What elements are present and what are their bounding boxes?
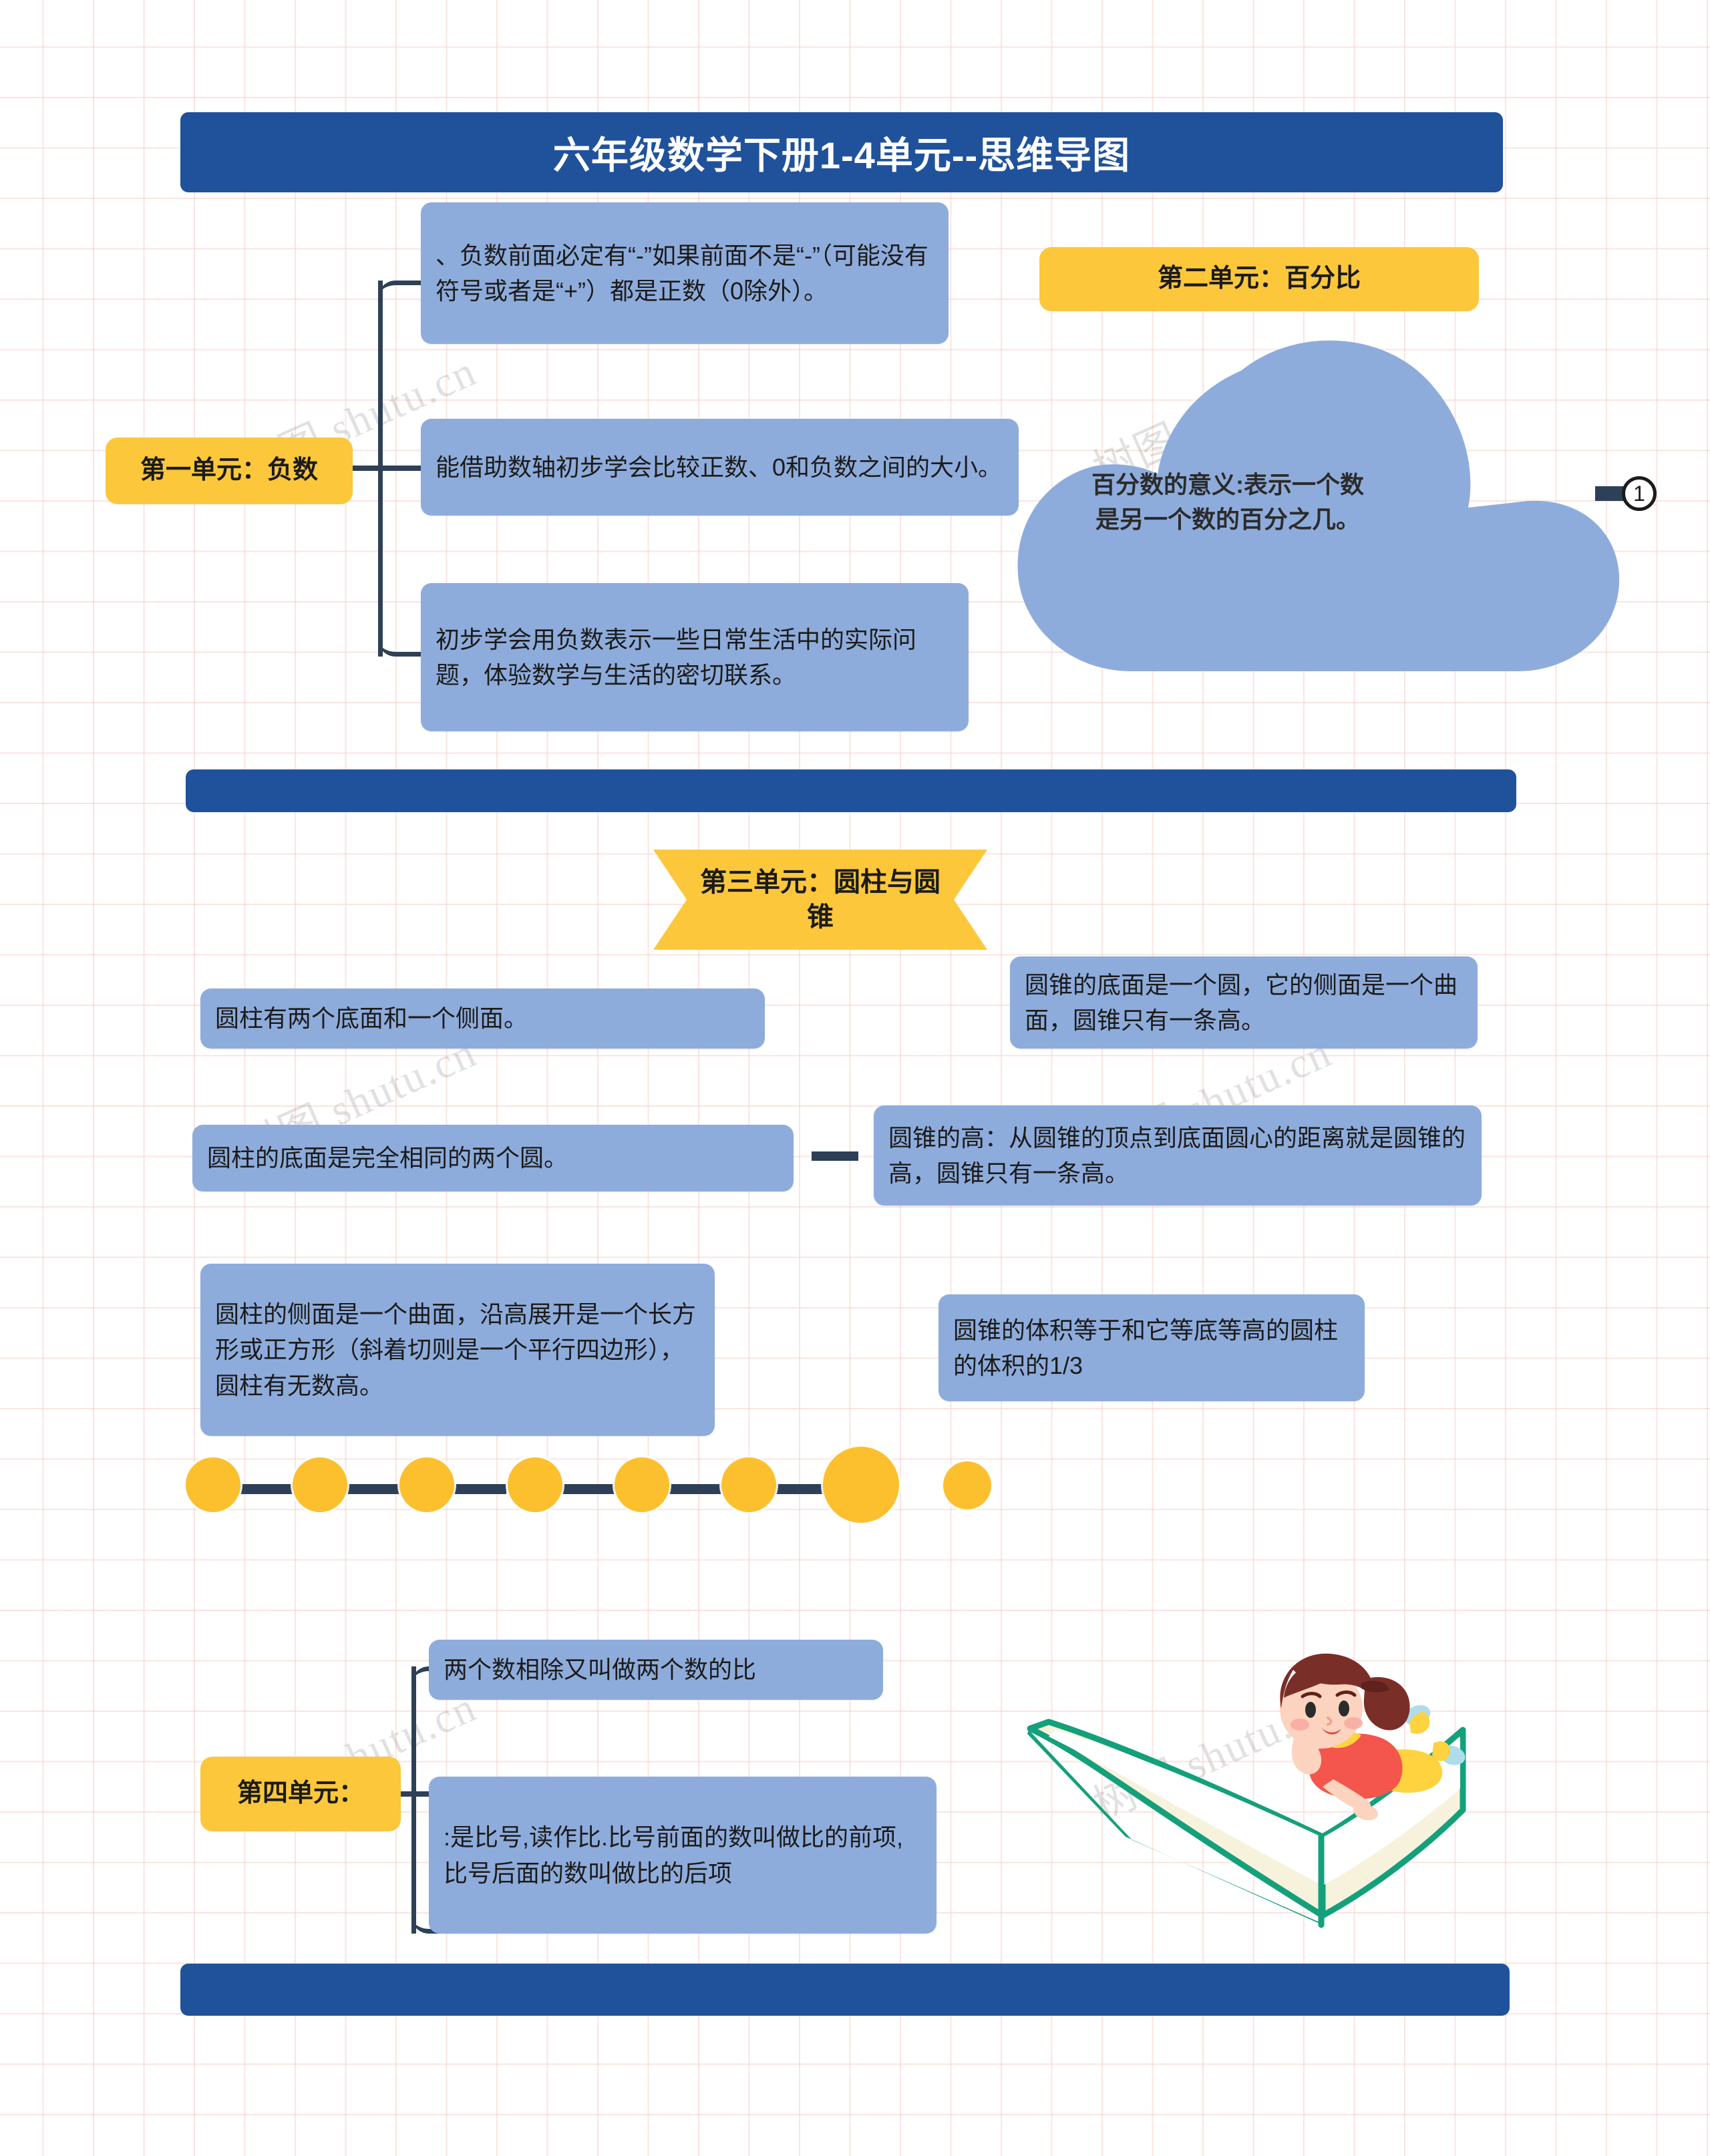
dot-node — [943, 1461, 991, 1509]
dot-link — [440, 1484, 506, 1494]
unit4-label-text: 第四单元： — [236, 1779, 364, 1808]
dot-link — [761, 1484, 828, 1494]
unit3-right-text-2: 圆锥的高：从圆锥的顶点到底面圆心的距离就是圆锥的高，圆锥只有一条高。 — [888, 1123, 1466, 1187]
unit3-left-text-2: 圆柱的底面是完全相同的两个圆。 — [207, 1144, 568, 1172]
unit4-branch-box-2[interactable]: :是比号,读作比.比号前面的数叫做比的前项,比号后面的数叫做比的后项 — [429, 1777, 936, 1934]
dot-node — [823, 1447, 899, 1523]
unit4-branch-text-1: 两个数相除又叫做两个数的比 — [444, 1656, 757, 1684]
unit1-label-chip[interactable]: 第一单元：负数 — [106, 437, 353, 504]
unit3-left-text-1: 圆柱有两个底面和一个侧面。 — [215, 1005, 528, 1033]
dot-node — [186, 1457, 240, 1512]
dot-link — [226, 1484, 293, 1494]
unit3-left-text-3: 圆柱的侧面是一个曲面，沿高展开是一个长方形或正方形（斜着切则是一个平行四边形），… — [215, 1300, 697, 1399]
page-title-bar: 六年级数学下册1-4单元--思维导图 — [180, 112, 1503, 192]
dot-node — [293, 1457, 347, 1512]
unit3-left-box-1[interactable]: 圆柱有两个底面和一个侧面。 — [200, 989, 765, 1049]
unit4-branch-text-2: :是比号,读作比.比号前面的数叫做比的前项,比号后面的数叫做比的后项 — [444, 1823, 904, 1887]
illustration-svg — [1027, 1653, 1466, 1928]
unit2-badge-text: 1 — [1633, 481, 1645, 506]
dot-node — [615, 1457, 669, 1512]
unit1-bracket-bottom-arm — [378, 637, 442, 657]
dot-node — [508, 1457, 562, 1512]
cloud-svg — [1017, 340, 1620, 671]
unit1-label-text: 第一单元：负数 — [140, 456, 318, 485]
unit2-cloud-text: 百分数的意义:表示一个数是另一个数的百分之几。 — [1091, 471, 1364, 534]
dot-node — [721, 1457, 776, 1512]
girl-reading-book-illustration — [1009, 1636, 1476, 1970]
unit1-branch-text-2: 能借助数轴初步学会比较正数、0和负数之间的大小。 — [436, 453, 1003, 481]
unit2-cloud-shape[interactable]: 百分数的意义:表示一个数是另一个数的百分之几。 — [1007, 334, 1629, 688]
dot-link — [333, 1484, 399, 1494]
dot-node — [399, 1457, 454, 1512]
unit2-label-text: 第二单元：百分比 — [1157, 264, 1361, 293]
section-divider-bar-top — [186, 769, 1516, 812]
unit2-number-badge[interactable]: 1 — [1622, 476, 1657, 511]
section-divider-bar-bottom — [180, 1964, 1510, 2016]
page-title: 六年级数学下册1-4单元--思维导图 — [552, 134, 1131, 176]
dot-chain-decoration — [174, 1443, 1015, 1536]
unit3-right-box-1[interactable]: 圆锥的底面是一个圆，它的侧面是一个曲面，圆锥只有一条高。 — [1010, 956, 1478, 1049]
unit3-right-text-1: 圆锥的底面是一个圆，它的侧面是一个曲面，圆锥只有一条高。 — [1025, 970, 1458, 1034]
unit1-branch-box-3[interactable]: 初步学会用负数表示一些日常生活中的实际问题，体验数学与生活的密切联系。 — [421, 583, 969, 731]
unit3-right-text-3: 圆锥的体积等于和它等底等高的圆柱的体积的1/3 — [953, 1316, 1339, 1379]
unit3-left-box-2[interactable]: 圆柱的底面是完全相同的两个圆。 — [192, 1125, 794, 1192]
unit1-branch-text-3: 初步学会用负数表示一些日常生活中的实际问题，体验数学与生活的密切联系。 — [436, 625, 917, 689]
unit1-branch-box-2[interactable]: 能借助数轴初步学会比较正数、0和负数之间的大小。 — [421, 419, 1019, 516]
dot-link — [548, 1484, 615, 1494]
unit3-label-ribbon[interactable]: 第三单元：圆柱与圆锥 — [653, 850, 987, 950]
dot-link — [655, 1484, 721, 1494]
unit1-branch-box-1[interactable]: 、负数前面必定有“-”如果前面不是“-”（可能没有符号或者是“+”）都是正数（0… — [421, 202, 949, 344]
unit1-branch2-connector — [378, 466, 442, 471]
unit3-cross-connector — [812, 1151, 858, 1161]
unit4-label-chip[interactable]: 第四单元： — [200, 1757, 401, 1831]
unit2-badge-connector — [1595, 486, 1629, 501]
unit1-bracket-top-arm — [378, 281, 442, 301]
unit4-bracket-vertical — [411, 1666, 417, 1934]
unit3-right-box-2[interactable]: 圆锥的高：从圆锥的顶点到底面圆心的距离就是圆锥的高，圆锥只有一条高。 — [874, 1105, 1482, 1206]
unit3-label-text: 第三单元：圆柱与圆锥 — [700, 868, 940, 932]
unit3-right-box-3[interactable]: 圆锥的体积等于和它等底等高的圆柱的体积的1/3 — [938, 1294, 1365, 1401]
unit4-branch-box-1[interactable]: 两个数相除又叫做两个数的比 — [429, 1640, 883, 1700]
unit3-left-box-3[interactable]: 圆柱的侧面是一个曲面，沿高展开是一个长方形或正方形（斜着切则是一个平行四边形），… — [200, 1264, 715, 1436]
unit2-label-chip[interactable]: 第二单元：百分比 — [1039, 247, 1479, 311]
unit1-branch-text-1: 、负数前面必定有“-”如果前面不是“-”（可能没有符号或者是“+”）都是正数（0… — [436, 241, 928, 305]
